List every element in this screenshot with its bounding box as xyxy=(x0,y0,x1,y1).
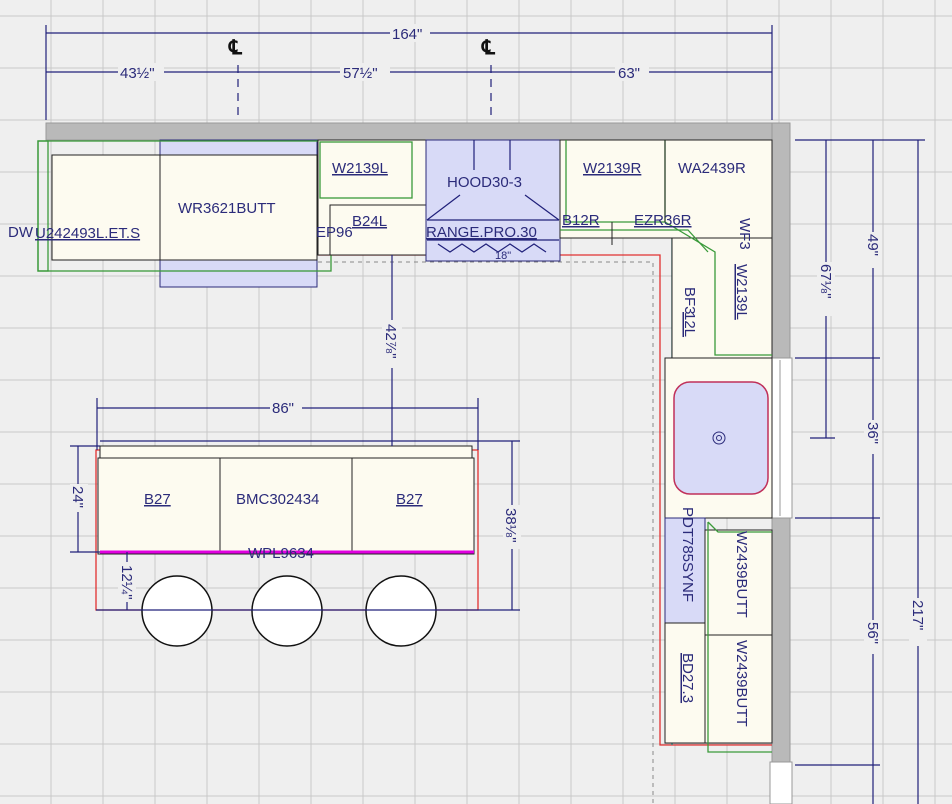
dim-seg1: 43½" xyxy=(120,65,155,82)
wall-cabinet-outline-right xyxy=(707,521,772,753)
cabinet-w2439butt-a[interactable] xyxy=(704,529,773,636)
cabinet-bd27[interactable] xyxy=(664,622,706,744)
label-w2139l-right: W2139L xyxy=(733,264,750,320)
dishwasher-pdt785[interactable] xyxy=(664,517,706,624)
label-wa2439r: WA2439R xyxy=(678,160,746,177)
dim-island-width: 86" xyxy=(272,400,294,417)
label-wf3: WF3 xyxy=(736,218,753,250)
centerline-icon: ℄ xyxy=(481,37,496,59)
label-bf312l: 12L xyxy=(681,312,698,337)
dim-seating-offset: 12¼" xyxy=(118,565,135,600)
label-w2439butt-a: W2439BUTT xyxy=(733,531,750,618)
label-w2439butt-b: W2439BUTT xyxy=(733,640,750,727)
label-hood: HOOD30-3 xyxy=(447,174,522,191)
island[interactable] xyxy=(95,445,479,611)
label-dw: DW xyxy=(8,224,34,241)
dim-sink-center: 67⅛" xyxy=(817,264,834,299)
label-w2139r: W2139R xyxy=(583,160,642,177)
label-bd27: BD27.3 xyxy=(679,653,696,703)
stool-1 xyxy=(141,575,213,647)
label-wr3621: WR3621BUTT xyxy=(178,200,276,217)
drain-center xyxy=(716,435,722,441)
cabinet-w2439butt-b[interactable] xyxy=(704,634,773,744)
door-opening xyxy=(769,761,793,804)
drain-icon xyxy=(712,431,726,445)
dim-island-gap: 42⅞" xyxy=(382,324,399,359)
window xyxy=(769,357,793,519)
dashed-line xyxy=(318,261,654,804)
stool-2 xyxy=(251,575,323,647)
dim-right-36: 36" xyxy=(864,422,881,444)
cabinet-wr3621butt[interactable] xyxy=(159,139,318,288)
bar-stools[interactable] xyxy=(141,575,437,647)
dim-right-49: 49" xyxy=(864,234,881,256)
dim-right-56: 56" xyxy=(864,622,881,644)
label-bf3: BF3 xyxy=(681,287,698,315)
label-b24l: B24L xyxy=(352,213,387,230)
label-u242493: U242493L.ET.S xyxy=(35,225,140,242)
centerline-icon: ℄ xyxy=(228,37,243,59)
label-bmc: BMC302434 xyxy=(236,491,319,508)
stool-3 xyxy=(365,575,437,647)
dim-range-18: 18" xyxy=(495,250,511,262)
label-ep96: EP96 xyxy=(316,224,353,241)
label-b27-left: B27 xyxy=(144,491,171,508)
dim-island-overall: 38⅛" xyxy=(502,508,519,543)
dim-overall-width: 164" xyxy=(392,26,422,43)
label-w2139l-top: W2139L xyxy=(332,160,388,177)
cabinet-u242493[interactable] xyxy=(37,140,161,272)
label-ezr36: EZR36R xyxy=(634,212,692,229)
cabinet-w2139l[interactable] xyxy=(317,139,427,256)
dim-seg3: 63" xyxy=(618,65,640,82)
range-hood[interactable] xyxy=(425,139,561,262)
dim-seg2: 57½" xyxy=(343,65,378,82)
label-wpl: WPL9634 xyxy=(248,545,314,562)
wall-top xyxy=(45,122,791,141)
label-pdt: PDT785SYNF xyxy=(679,507,696,602)
countertop-edge xyxy=(560,235,673,745)
label-b27-right: B27 xyxy=(396,491,423,508)
label-range: RANGE.PRO.30 xyxy=(426,224,537,241)
label-b12r: B12R xyxy=(562,212,600,229)
cabinet-corner[interactable] xyxy=(559,139,773,359)
dim-island-depth: 24" xyxy=(69,486,86,508)
dim-right-overall: 217" xyxy=(909,600,926,630)
